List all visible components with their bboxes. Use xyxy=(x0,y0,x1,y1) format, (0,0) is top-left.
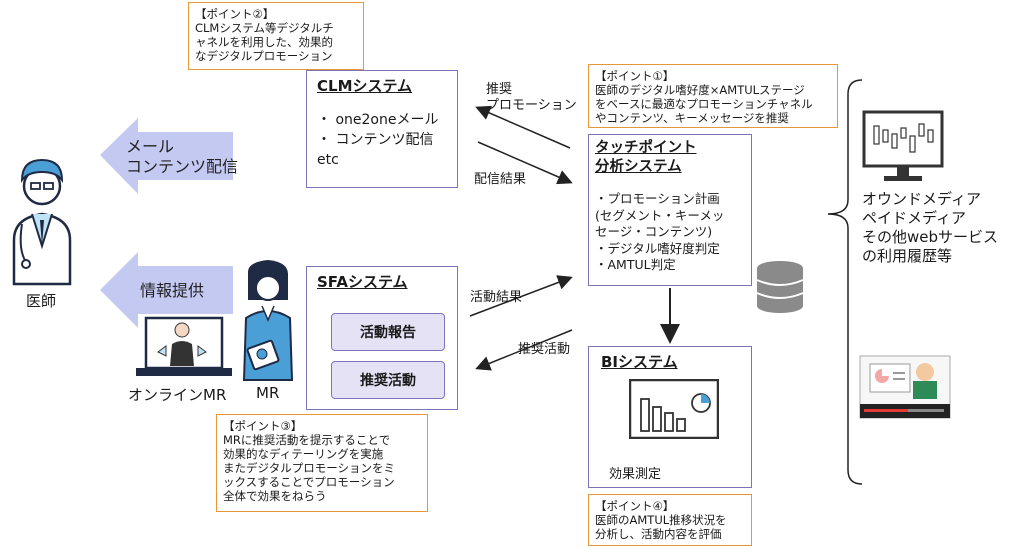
clm-items: ・ one2oneメール ・ コンテンツ配信 etc xyxy=(317,112,439,168)
doctor-label: 医師 xyxy=(26,292,57,310)
bi-system-box: BIシステム 効果測定 xyxy=(588,346,752,488)
touchpoint-items: ・プロモーション計画 (セグメント・キーメッ セージ・コンテンツ) ・デジタル嗜… xyxy=(595,191,725,272)
clm-system-box: CLMシステム ・ one2oneメール ・ コンテンツ配信 etc xyxy=(306,70,458,188)
online-mr-icon xyxy=(136,316,232,376)
point1-note: 【ポイント①】 医師のデジタル嗜好度×AMTULステージ をベースに最適なプロモ… xyxy=(588,64,838,128)
clm-title: CLMシステム xyxy=(317,77,413,95)
recommend-activity-label: 推奨活動 xyxy=(518,342,571,357)
bi-caption: 効果測定 xyxy=(609,467,662,482)
activity-report-button[interactable]: 活動報告 xyxy=(331,313,445,351)
mr-label: MR xyxy=(256,384,280,402)
mr-icon xyxy=(242,260,294,381)
monitor-chart-icon xyxy=(862,110,944,181)
mail-delivery-text: メール コンテンツ配信 xyxy=(126,137,239,176)
info-provision-arrow xyxy=(100,252,233,328)
media-usage-text: オウンドメディア ペイドメディア その他webサービス の利用履歴等 xyxy=(862,190,999,265)
sfa-system-box: SFAシステム 活動報告 推奨活動 xyxy=(306,266,458,410)
video-player-icon xyxy=(859,355,951,419)
bi-title: BIシステム xyxy=(601,353,678,371)
online-mr-label: オンラインMR xyxy=(128,386,227,404)
mail-delivery-arrow xyxy=(100,118,233,194)
recommend-promo-arrow xyxy=(475,105,571,149)
activity-result-label: 活動結果 xyxy=(470,290,523,305)
recommend-promo-label: 推奨 プロモーション xyxy=(486,82,577,113)
activity-result-arrow xyxy=(469,275,573,317)
info-provision-text: 情報提供 xyxy=(140,281,205,300)
media-brace xyxy=(827,79,863,485)
doctor-icon xyxy=(12,158,72,286)
touchpoint-system-box: タッチポイント 分析システム ・プロモーション計画 (セグメント・キーメッ セー… xyxy=(588,134,752,286)
point2-note: 【ポイント②】 CLMシステム等デジタルチ ャネルを利用した、効果的 なデジタル… xyxy=(188,2,364,70)
point3-note: 【ポイント③】 MRに推奨活動を提示することで 効果的なディテーリングを実施 ま… xyxy=(216,414,428,512)
delivery-result-arrow xyxy=(477,141,573,185)
touchpoint-title: タッチポイント 分析システム xyxy=(595,140,697,175)
recommended-activity-button[interactable]: 推奨活動 xyxy=(331,361,445,399)
sfa-title: SFAシステム xyxy=(317,273,408,291)
delivery-result-label: 配信結果 xyxy=(474,172,527,187)
database-icon xyxy=(756,261,804,313)
recommend-activity-arrow xyxy=(475,329,573,371)
bar-chart-icon xyxy=(629,379,719,439)
point4-note: 【ポイント④】 医師のAMTUL推移状況を 分析し、活動内容を評価 xyxy=(588,494,752,546)
